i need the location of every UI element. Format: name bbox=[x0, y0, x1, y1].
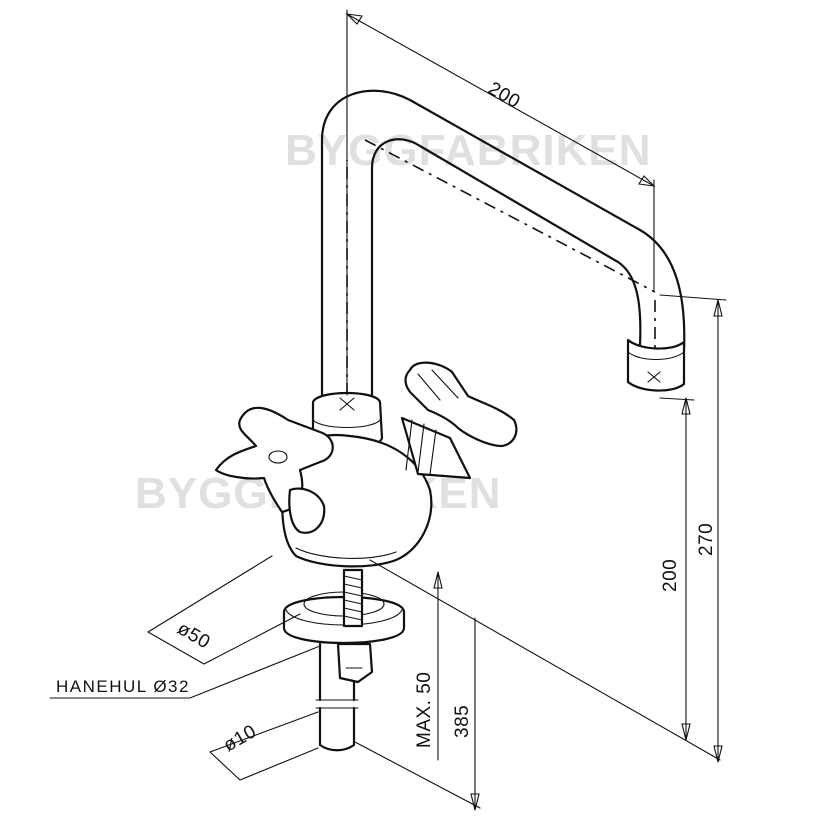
total-height-label: 270 bbox=[696, 523, 717, 556]
tap-hole-label: HANEHUL Ø32 bbox=[56, 677, 190, 696]
dimension-lines bbox=[49, 9, 727, 811]
pipe-diameter-label: ø10 bbox=[220, 721, 260, 756]
tap-body bbox=[281, 391, 472, 568]
shank-length-label: 385 bbox=[452, 705, 473, 738]
flange-diameter-label: ø50 bbox=[174, 618, 214, 653]
spout-height-label: 200 bbox=[660, 559, 681, 592]
flange-and-shank bbox=[282, 568, 406, 752]
left-handle bbox=[214, 406, 334, 534]
max-thickness-label: MAX. 50 bbox=[414, 672, 435, 748]
spout-reach-label: 200 bbox=[485, 78, 524, 113]
right-handle bbox=[404, 361, 518, 448]
